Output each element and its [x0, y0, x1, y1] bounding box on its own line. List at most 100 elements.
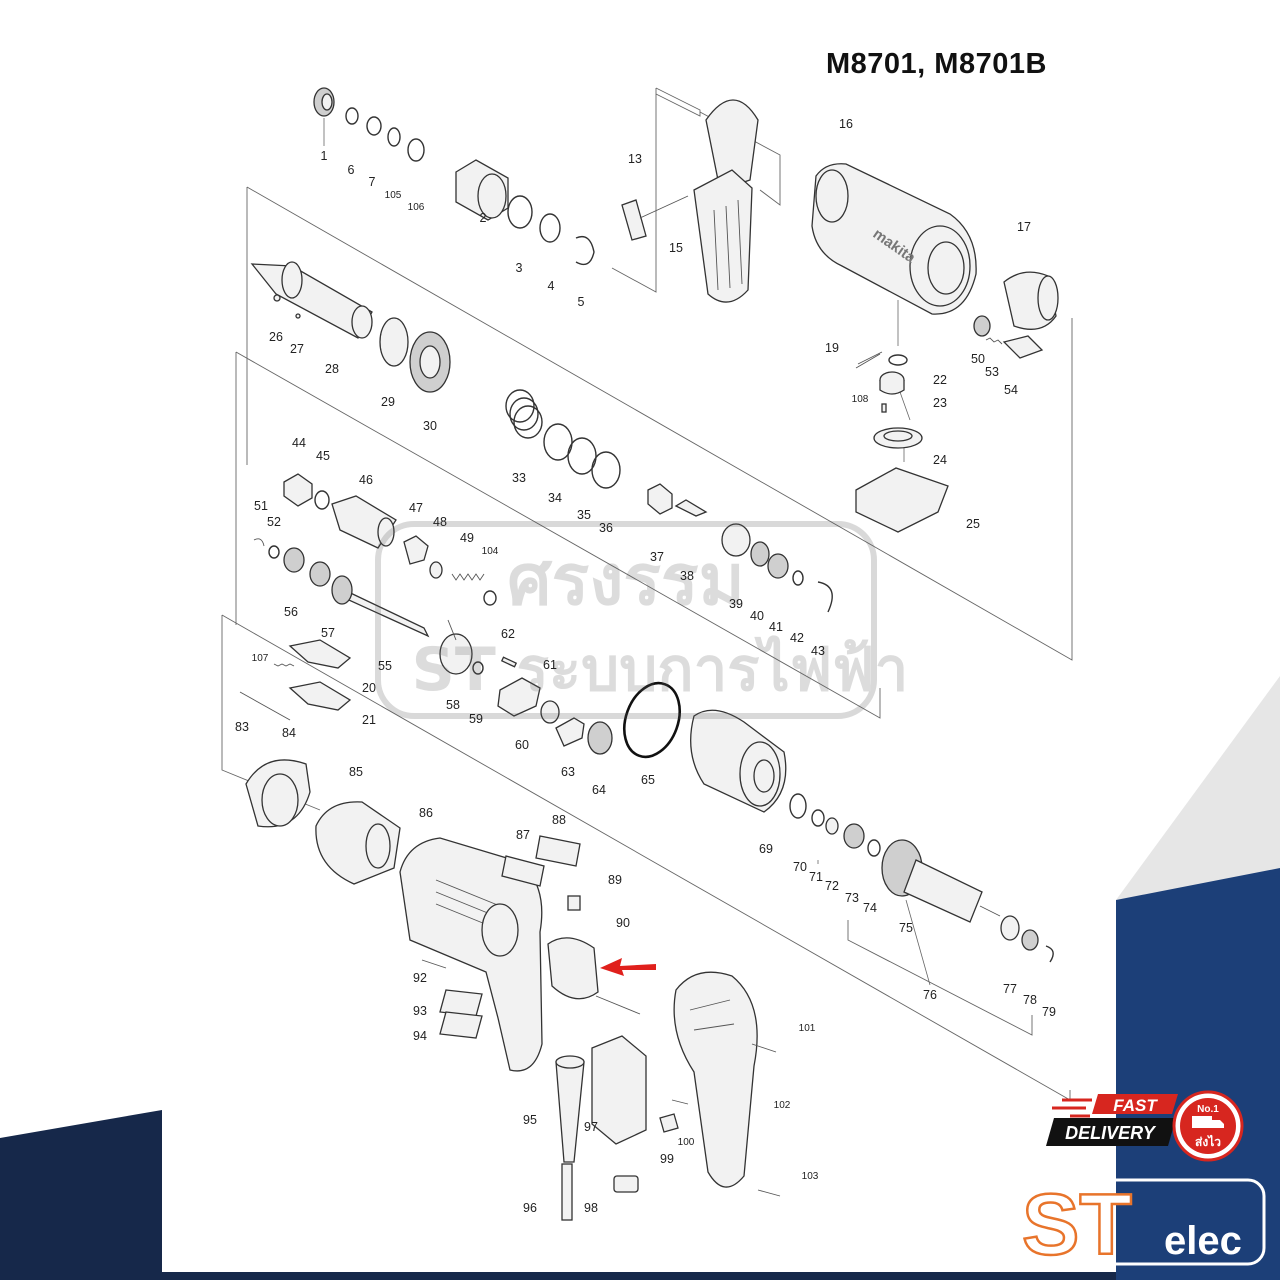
part-label-26: 26	[269, 330, 283, 344]
part-56-gear	[283, 547, 305, 573]
frame-handle	[611, 88, 657, 293]
part-40-ring	[750, 541, 770, 567]
logo-elec-text: elec	[1164, 1219, 1242, 1263]
part-71-washer	[811, 809, 825, 827]
frame-upper-assembly	[246, 186, 1073, 661]
part-label-79: 79	[1042, 1005, 1056, 1019]
part-label-50: 50	[971, 352, 985, 366]
part-19-spring-pin	[855, 351, 883, 369]
part-label-76: 76	[923, 988, 937, 1002]
fast-delivery-badge: FAST DELIVERY No.1 ส่งไว	[1046, 1090, 1244, 1162]
part-46-cylinder	[331, 495, 397, 549]
part-17-cylinder	[1003, 271, 1059, 330]
part-label-96: 96	[523, 1201, 537, 1215]
part-65-o-ring	[623, 681, 681, 759]
part-70-o-ring	[789, 793, 807, 819]
part-label-85: 85	[349, 765, 363, 779]
part-label-5: 5	[578, 295, 585, 309]
part-57-bearing	[309, 561, 331, 587]
part-77-bearing	[1000, 915, 1020, 941]
part-label-41: 41	[769, 620, 783, 634]
part-label-108: 108	[852, 394, 869, 405]
part-42-o-ring	[792, 570, 804, 586]
part-label-46: 46	[359, 473, 373, 487]
part-36-o-ring	[591, 451, 621, 489]
part-label-89: 89	[608, 873, 622, 887]
part-label-3: 3	[516, 261, 523, 275]
part-22-o-ring	[888, 354, 908, 366]
part-64-bearing	[587, 721, 613, 755]
part-55-shaft	[339, 586, 430, 638]
part-label-74: 74	[863, 901, 877, 915]
part-label-93: 93	[413, 1004, 427, 1018]
part-label-87: 87	[516, 828, 530, 842]
part-78-washer	[1021, 929, 1039, 951]
logo-st-text: ST	[1022, 1177, 1132, 1273]
part-92-screw	[421, 959, 447, 969]
part-label-19: 19	[825, 341, 839, 355]
part-label-69: 69	[759, 842, 773, 856]
part-15-side-handle	[693, 99, 759, 303]
part-label-86: 86	[419, 806, 433, 820]
part-2-sleeve	[455, 159, 509, 221]
part-label-72: 72	[825, 879, 839, 893]
part-label-78: 78	[1023, 993, 1037, 1007]
watermark: ศรงรรม ST ระบบการไฟฟ้า	[375, 521, 908, 719]
part-label-98: 98	[584, 1201, 598, 1215]
part-label-47: 47	[409, 501, 423, 515]
part-37-sleeve	[647, 483, 673, 515]
frame-middle	[235, 351, 881, 719]
part-103-screw	[757, 1189, 781, 1197]
part-73-bearing	[843, 823, 865, 849]
part-label-45: 45	[316, 449, 330, 463]
part-label-6: 6	[348, 163, 355, 177]
part-label-97: 97	[584, 1120, 598, 1134]
part-label-39: 39	[729, 597, 743, 611]
part-53-spring	[985, 337, 1003, 345]
part-101-screw	[751, 1043, 777, 1053]
part-label-75: 75	[899, 921, 913, 935]
part-label-57: 57	[321, 626, 335, 640]
part-label-23: 23	[933, 396, 947, 410]
part-label-61: 61	[543, 658, 557, 672]
part-59-washer	[472, 661, 484, 675]
truck-icon	[1192, 1116, 1224, 1128]
part-30-gear	[409, 331, 451, 393]
part-label-16: 16	[839, 117, 853, 131]
part-label-54: 54	[1004, 383, 1018, 397]
part-85-field	[315, 801, 401, 885]
part-48-pin	[429, 561, 443, 579]
part-94-label	[439, 1011, 483, 1039]
part-26-ball	[273, 294, 281, 302]
watermark-line1: ศรงรรม	[507, 539, 745, 621]
part-label-58: 58	[446, 698, 460, 712]
part-38-pin	[674, 499, 708, 517]
part-label-27: 27	[290, 342, 304, 356]
part-102-handle-cover	[673, 971, 758, 1188]
part-label-49: 49	[460, 531, 474, 545]
part-35-o-ring	[567, 437, 597, 475]
part-29-clutch	[379, 317, 409, 367]
part-label-38: 38	[680, 569, 694, 583]
part-label-73: 73	[845, 891, 859, 905]
part-label-22: 22	[933, 373, 947, 387]
part-60-plate	[497, 677, 541, 717]
part-50-bearing	[973, 315, 991, 337]
part-label-106: 106	[408, 202, 425, 213]
part-79-ring	[1045, 945, 1054, 963]
part-label-103: 103	[802, 1171, 819, 1182]
part-label-107: 107	[252, 653, 269, 664]
part-16-gear-housing: makita	[811, 163, 977, 315]
part-label-83: 83	[235, 720, 249, 734]
part-label-56: 56	[284, 605, 298, 619]
part-54-lever	[1002, 335, 1044, 359]
part-20-bracket	[288, 639, 352, 669]
part-label-33: 33	[512, 471, 526, 485]
part-label-88: 88	[552, 813, 566, 827]
part-61-bearing	[540, 700, 560, 724]
part-33-spring	[505, 389, 543, 439]
part-3-ring	[507, 195, 533, 229]
part-label-101: 101	[799, 1023, 816, 1034]
part-label-65: 65	[641, 773, 655, 787]
